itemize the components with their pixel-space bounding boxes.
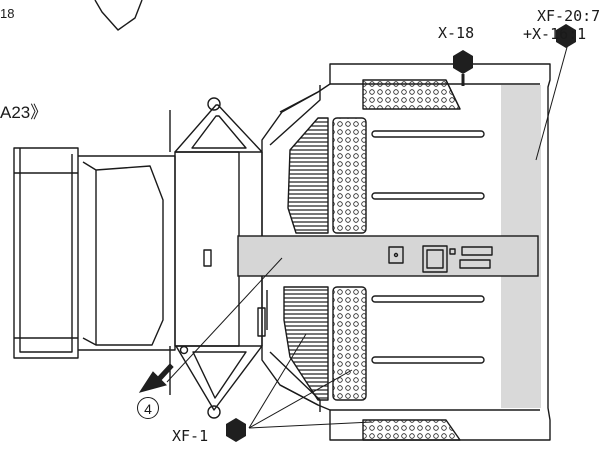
- paint-marker-icon: [556, 24, 576, 48]
- tread-plate-bottom: [362, 419, 461, 441]
- part-label-xf20: XF-20:7: [537, 7, 601, 25]
- part-label-x16: +X-16:1: [523, 25, 587, 43]
- part-label-x18: X-18: [438, 24, 475, 42]
- center-beam: [237, 235, 539, 277]
- paint-markers: [226, 24, 576, 442]
- deck-outline: [261, 63, 551, 441]
- reference-mark: A23》: [0, 103, 48, 122]
- dotted-panel-upper: [332, 117, 367, 234]
- corner-number: 18: [0, 6, 15, 21]
- deck-slats: [371, 130, 485, 364]
- step-circle-icon: 4: [137, 397, 159, 419]
- roll-bar-top: [174, 97, 263, 153]
- paint-marker-icon: [226, 418, 246, 442]
- tread-plate-top: [362, 79, 461, 110]
- instrument-cluster: [388, 245, 493, 273]
- pointer-arrow-icon: [138, 363, 174, 393]
- frame-rail-rect: [174, 151, 240, 347]
- paint-marker-icon: [453, 50, 473, 74]
- left-frame: [13, 147, 176, 359]
- dotted-panel-lower: [332, 286, 367, 401]
- leader-lines: [166, 39, 570, 429]
- grille-upper: [287, 117, 329, 234]
- part-label-xf1: XF-1: [172, 427, 209, 445]
- frame-slot: [203, 249, 212, 267]
- grille-lower: [283, 286, 329, 401]
- roll-bar-bottom: [175, 345, 263, 419]
- previous-part-box: [94, 0, 143, 31]
